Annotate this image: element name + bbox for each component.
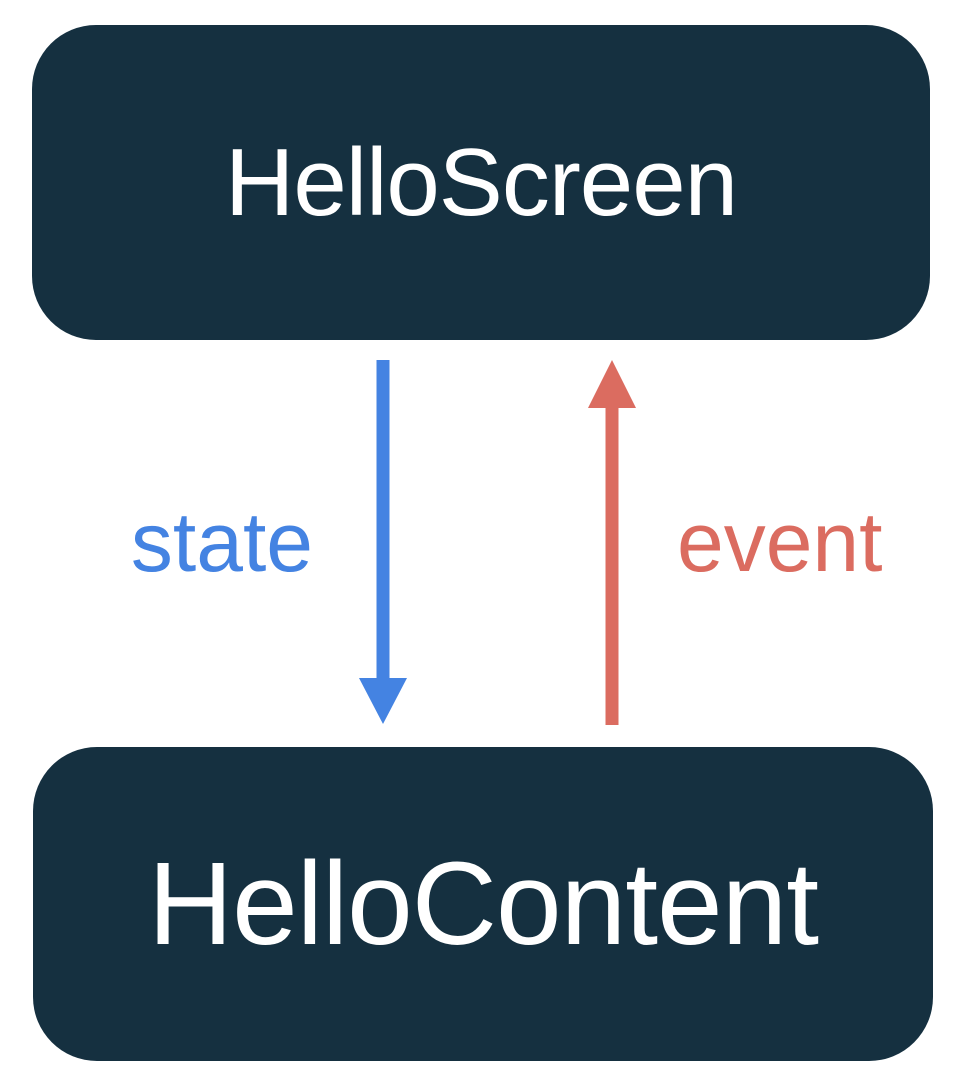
hellocontent-label: HelloContent bbox=[147, 838, 819, 970]
helloscreen-label: HelloScreen bbox=[225, 128, 738, 236]
state-arrow-head bbox=[359, 678, 407, 724]
helloscreen-node: HelloScreen bbox=[32, 25, 930, 340]
event-arrow-up-icon bbox=[588, 360, 636, 725]
event-label: event bbox=[677, 495, 883, 589]
state-label: state bbox=[130, 495, 313, 589]
event-arrow-head bbox=[588, 360, 636, 408]
state-arrow-down-icon bbox=[359, 360, 407, 724]
hellocontent-node: HelloContent bbox=[33, 747, 933, 1061]
